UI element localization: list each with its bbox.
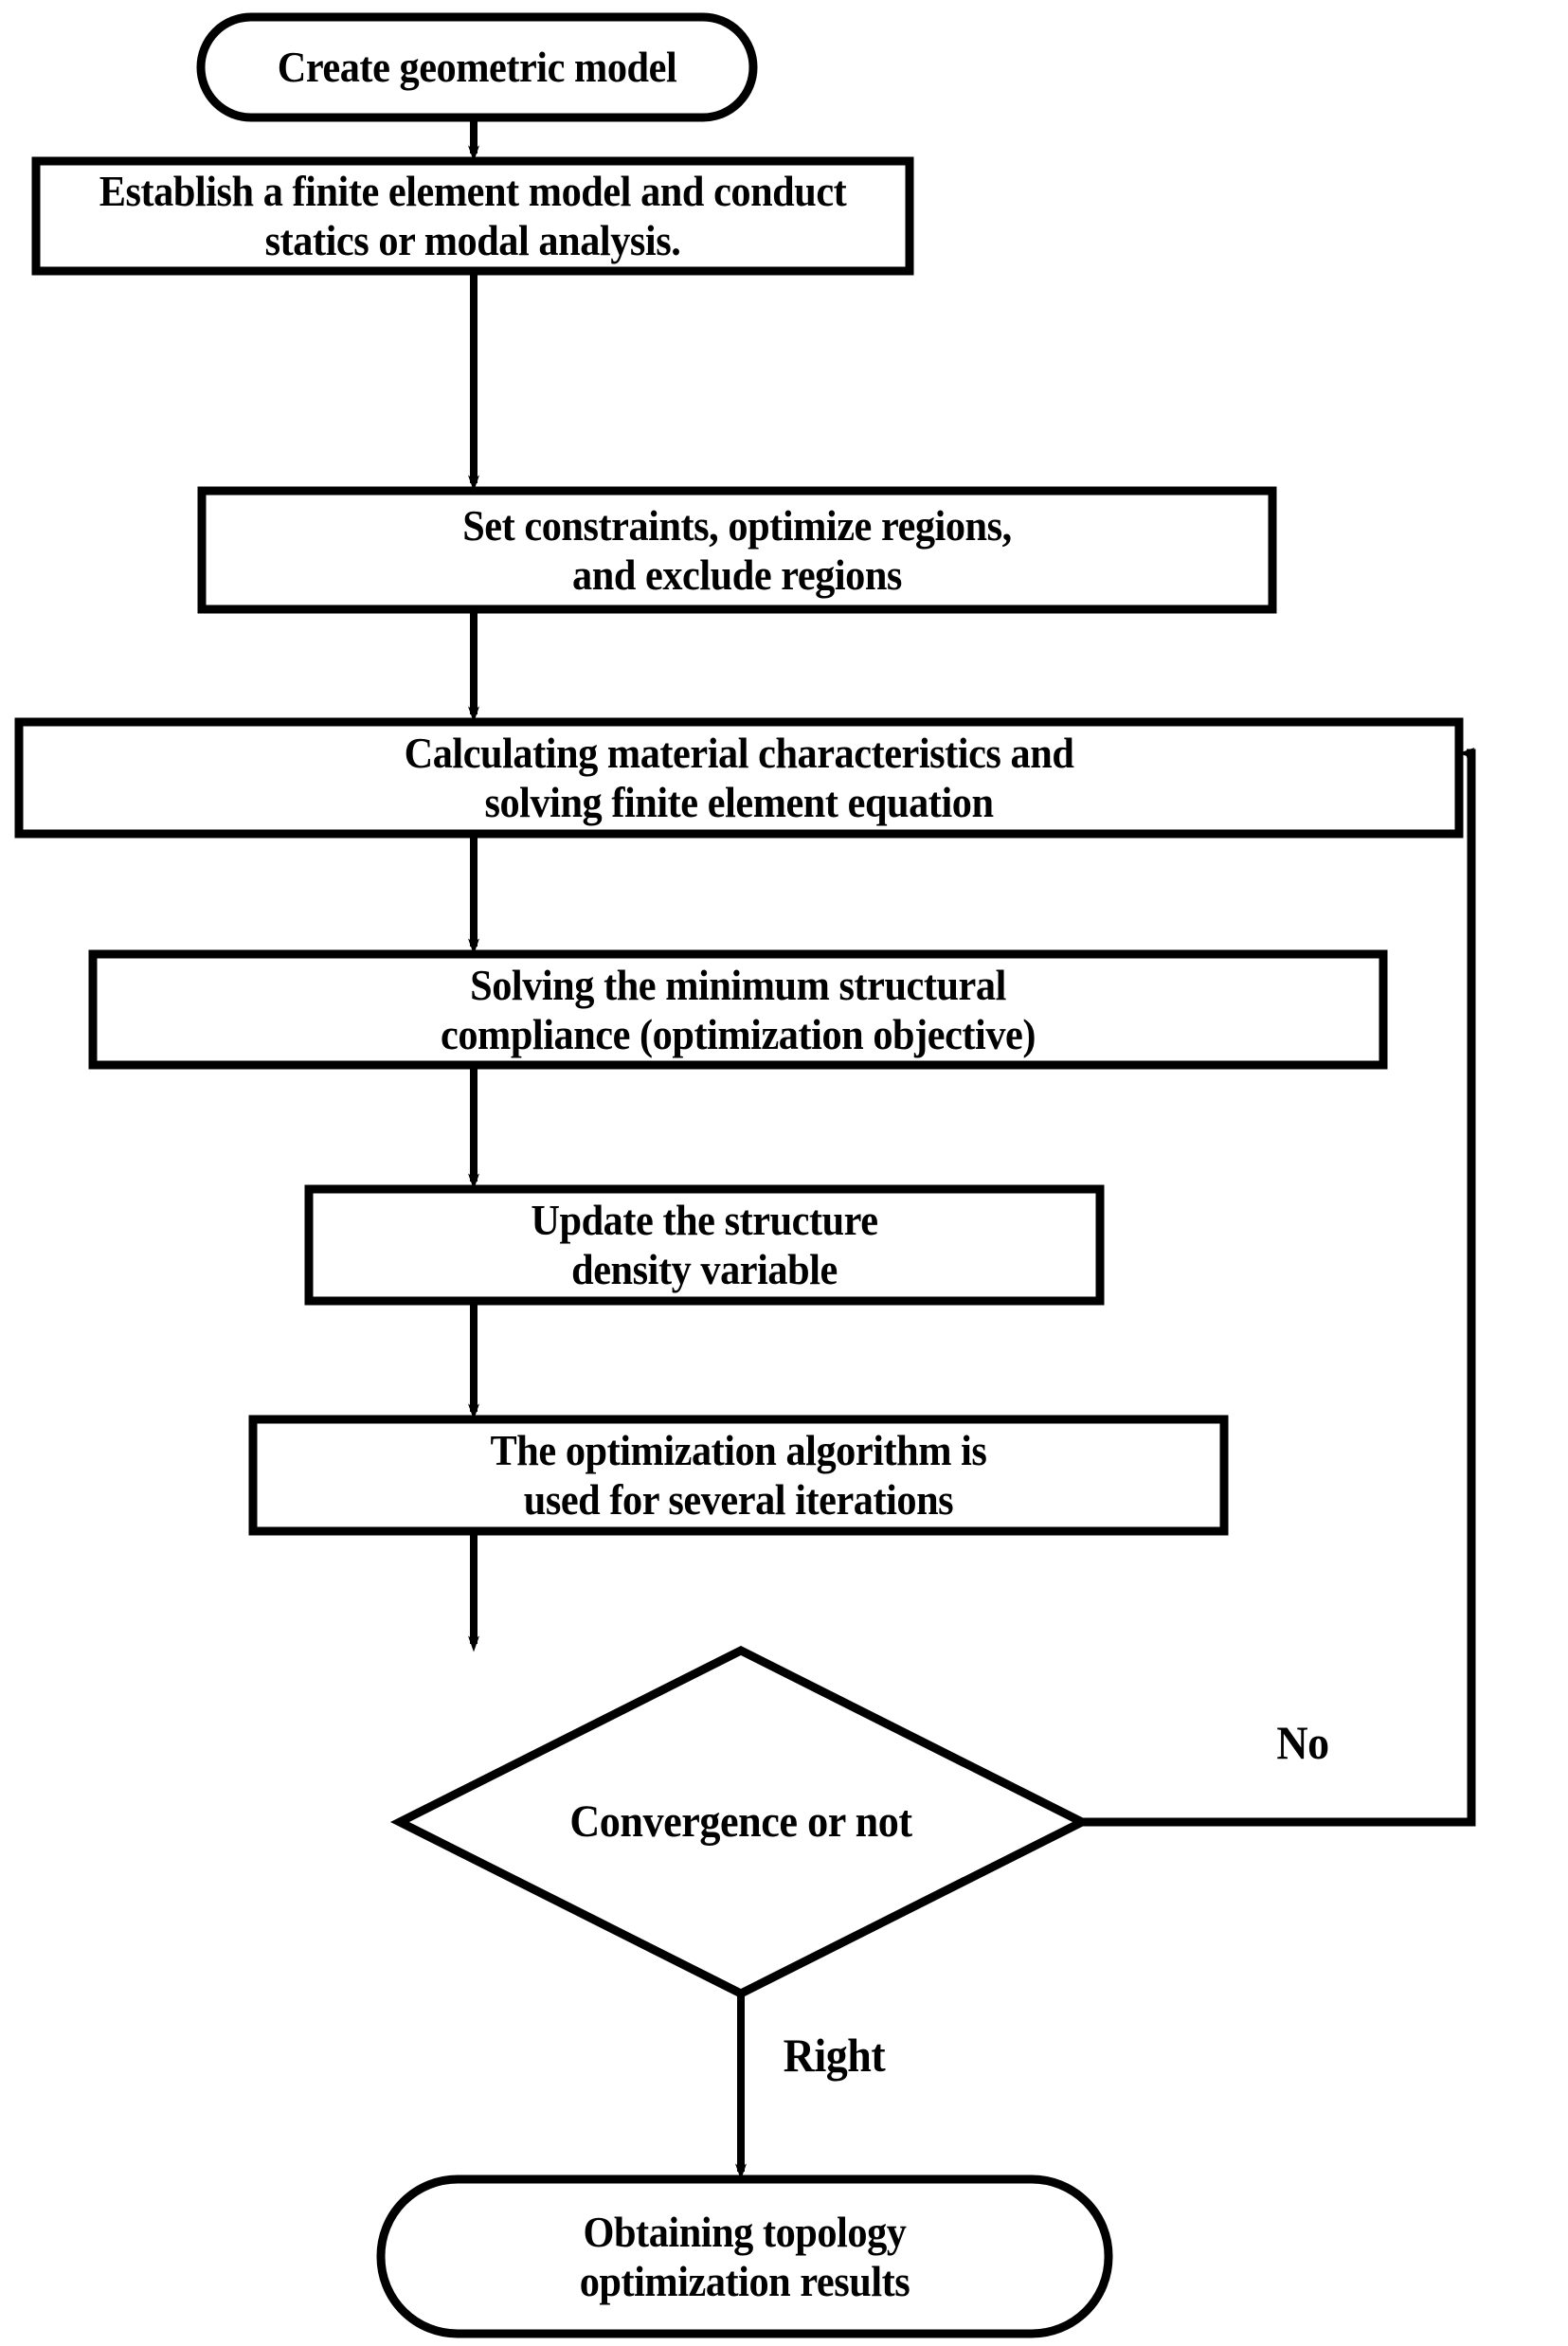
node-calculate-material[interactable] [19,722,1459,834]
node-shape-update-density[interactable] [304,1184,1105,1306]
node-obtain-results[interactable] [381,2179,1108,2334]
node-set-constraints[interactable] [202,491,1272,609]
node-convergence-decision[interactable] [400,1651,1082,1994]
edge-label-no: No [1276,1716,1329,1769]
node-shape-calculate-material[interactable] [14,717,1464,839]
node-shape-set-constraints[interactable] [197,486,1277,614]
edge-label-right: Right [783,2029,886,2082]
node-shape-iterate-algorithm[interactable] [248,1415,1229,1536]
node-iterate-algorithm[interactable] [253,1419,1224,1531]
node-solve-compliance[interactable] [93,954,1383,1065]
node-create-geometric-model[interactable] [201,17,753,117]
node-shape-solve-compliance[interactable] [88,949,1388,1070]
node-establish-fem[interactable] [36,161,910,271]
node-shape-establish-fem[interactable] [31,156,914,276]
edge-decision-no-feedback [1082,749,1476,1827]
node-update-density[interactable] [309,1189,1100,1301]
